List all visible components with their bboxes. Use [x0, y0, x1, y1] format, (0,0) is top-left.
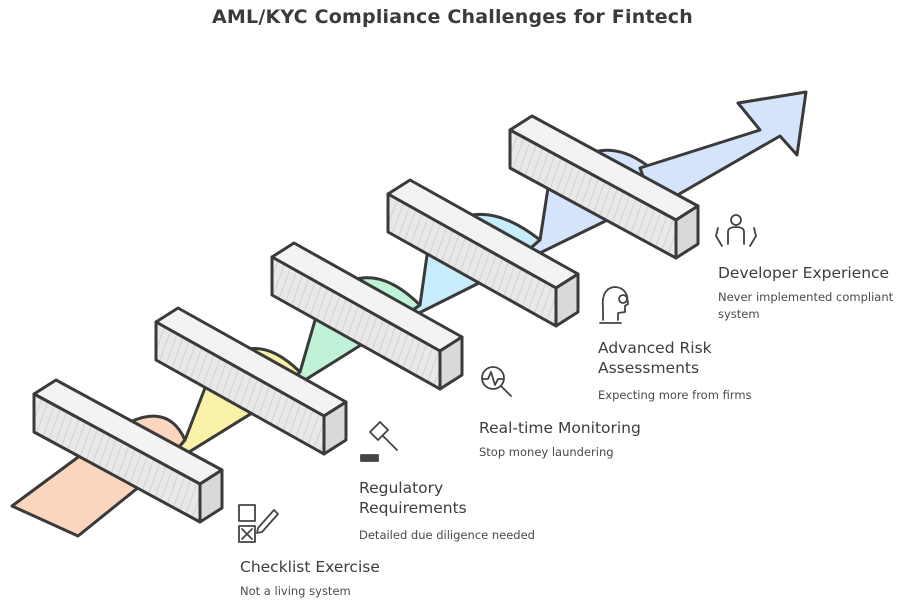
step-3-description: Stop money laundering: [479, 445, 614, 459]
checklist-pen-icon: [238, 504, 279, 543]
head-gears-icon: [599, 286, 629, 324]
step-2-heading: Regulatory Requirements: [359, 479, 467, 517]
step-5-description: Never implemented compliant system: [718, 290, 894, 321]
magnifier-pulse-icon: [481, 366, 512, 397]
step-4-label: Advanced Risk Assessments Expecting more…: [598, 338, 752, 404]
step-2-description: Detailed due diligence needed: [359, 528, 535, 542]
step-4-heading: Advanced Risk Assessments: [598, 339, 712, 377]
step-2-label: Regulatory Requirements Detailed due dil…: [359, 478, 535, 544]
bar-block-3: [270, 241, 464, 391]
gavel-icon: [360, 421, 398, 462]
step-1-description: Not a living system: [240, 584, 351, 598]
step-3-label: Real-time Monitoring Stop money launderi…: [479, 418, 739, 461]
step-5-heading: Developer Experience: [718, 264, 890, 282]
bar-block-5: [508, 114, 700, 260]
step-3-heading: Real-time Monitoring: [479, 419, 641, 437]
bar-block-1: [32, 378, 224, 524]
step-1-heading: Checklist Exercise: [240, 558, 380, 576]
diagram-title: AML/KYC Compliance Challenges for Fintec…: [212, 6, 693, 28]
step-1-label: Checklist Exercise Not a living system: [240, 557, 500, 600]
step-5-label: Developer Experience Never implemented c…: [718, 263, 900, 323]
person-hands-icon: [715, 214, 757, 247]
step-4-description: Expecting more from firms: [598, 388, 752, 402]
bar-block-4: [386, 178, 580, 328]
bar-block-2: [154, 306, 348, 456]
